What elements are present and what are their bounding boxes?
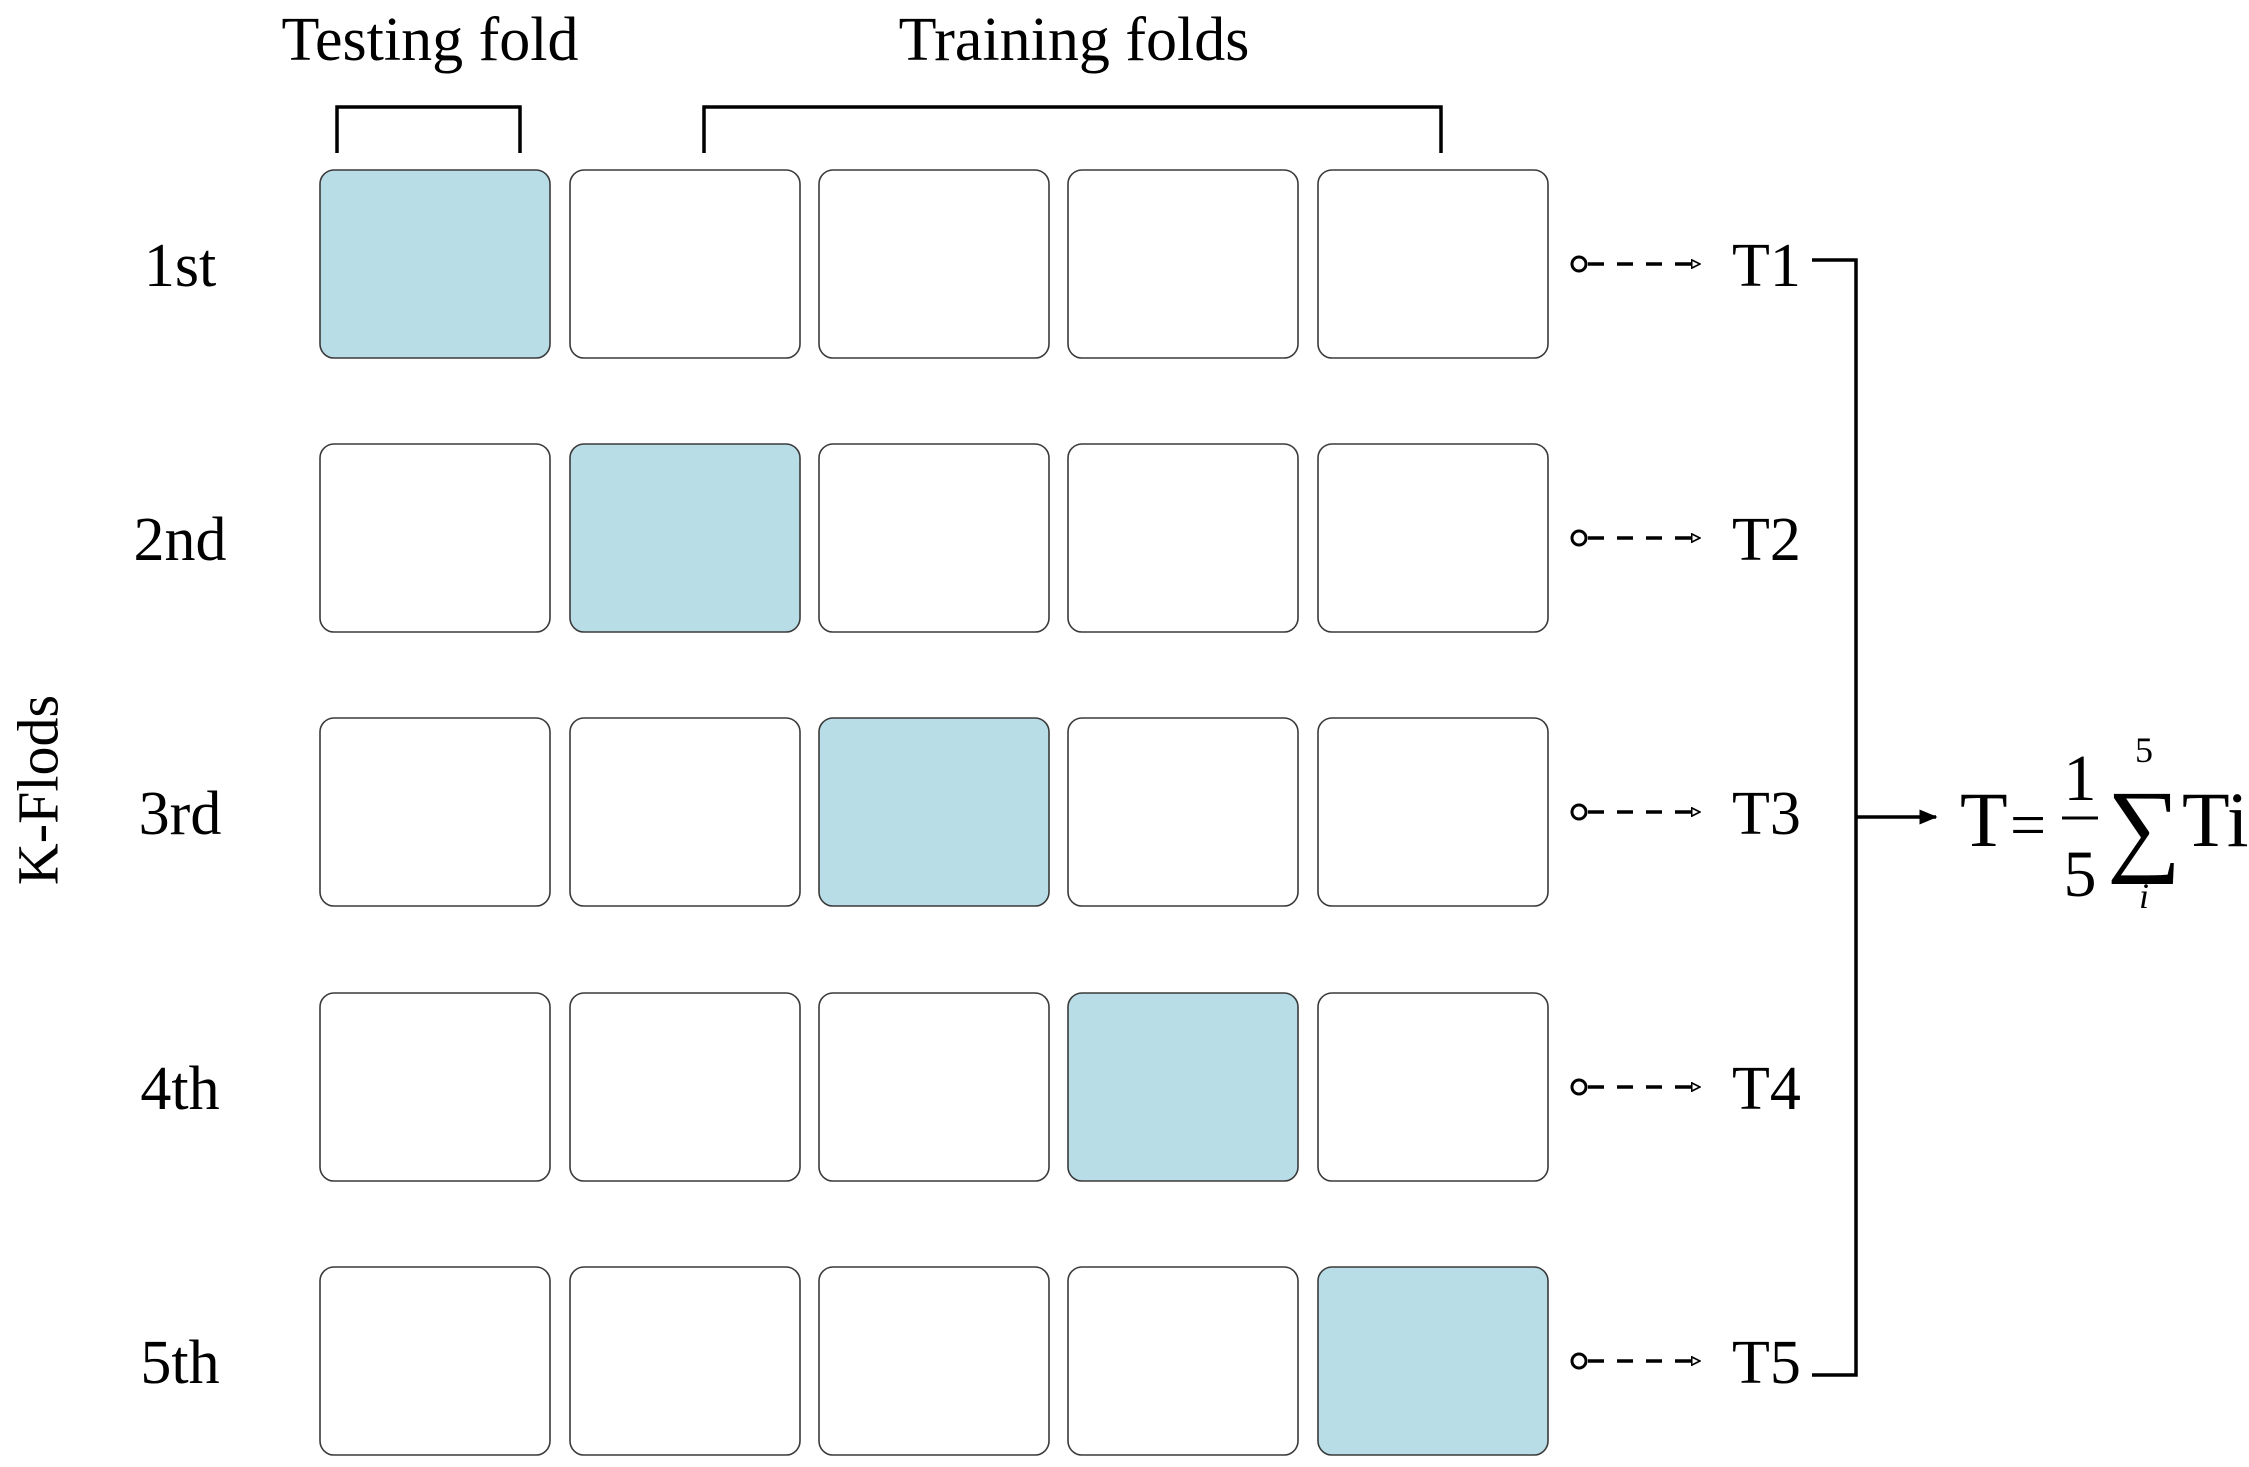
testing-fold-label: Testing fold <box>281 6 578 74</box>
aggregation-connector <box>1812 258 1938 1377</box>
training-fold-cell <box>319 1266 551 1456</box>
arrow-origin-dot <box>1570 1352 1588 1370</box>
fold-result-label: T1 <box>1732 232 1801 300</box>
fold-result-label: T4 <box>1732 1055 1801 1123</box>
testing-fold-cell <box>319 169 551 359</box>
training-folds-bracket <box>702 105 1443 153</box>
training-fold-cell <box>569 1266 801 1456</box>
fold-row: 1st T1 <box>144 169 1801 359</box>
testing-fold-cell <box>1317 1266 1549 1456</box>
training-fold-cell <box>1067 169 1299 359</box>
training-fold-cell <box>818 169 1050 359</box>
formula-denominator: 5 <box>2064 838 2097 911</box>
training-fold-cell <box>1317 169 1549 359</box>
fold-row-label: 2nd <box>134 506 227 574</box>
training-fold-cell <box>1317 992 1549 1182</box>
training-fold-cell <box>319 992 551 1182</box>
fold-rows: 1st T1 2nd T2 3rd T3 4th T4 5th T5 <box>134 169 1801 1456</box>
formula-lhs: T <box>1960 776 2008 863</box>
training-fold-cell <box>818 1266 1050 1456</box>
k-folds-axis-label: K-Flods <box>5 695 70 885</box>
testing-fold-cell <box>818 717 1050 907</box>
fold-row: 5th T5 <box>140 1266 1801 1456</box>
sum-lower-limit: i <box>2139 876 2149 916</box>
arrow-origin-dot <box>1570 803 1588 821</box>
training-fold-cell <box>569 717 801 907</box>
arrow-origin-dot <box>1570 255 1588 273</box>
sum-symbol: ∑ <box>2107 770 2181 885</box>
training-fold-cell <box>1067 443 1299 633</box>
fold-row: 4th T4 <box>140 992 1801 1182</box>
testing-fold-cell <box>569 443 801 633</box>
arrow-origin-dot <box>1570 529 1588 547</box>
training-fold-cell <box>319 717 551 907</box>
fold-result-label: T5 <box>1732 1329 1801 1397</box>
fold-row-label: 4th <box>140 1055 219 1123</box>
training-fold-cell <box>569 992 801 1182</box>
training-fold-cell <box>1317 717 1549 907</box>
fold-result-label: T3 <box>1732 780 1801 848</box>
training-fold-cell <box>319 443 551 633</box>
fold-row-label: 5th <box>140 1329 219 1397</box>
training-fold-cell <box>818 992 1050 1182</box>
arrow-origin-dot <box>1570 1078 1588 1096</box>
fold-result-label: T2 <box>1732 506 1801 574</box>
testing-fold-cell <box>1067 992 1299 1182</box>
training-folds-label: Training folds <box>899 6 1250 74</box>
sum-upper-limit: 5 <box>2135 730 2153 770</box>
testing-fold-bracket <box>335 105 522 153</box>
average-formula: T = 1 5 ∑ 5 i Ti <box>1960 730 2249 916</box>
training-fold-cell <box>569 169 801 359</box>
training-fold-cell <box>818 443 1050 633</box>
fold-row-label: 1st <box>144 232 216 300</box>
fold-row: 3rd T3 <box>139 717 1801 907</box>
training-fold-cell <box>1067 717 1299 907</box>
training-fold-cell <box>1317 443 1549 633</box>
formula-term: Ti <box>2182 776 2249 863</box>
formula-equals: = <box>2010 789 2046 860</box>
fold-row: 2nd T2 <box>134 443 1801 633</box>
training-fold-cell <box>1067 1266 1299 1456</box>
formula-numerator: 1 <box>2064 742 2097 815</box>
fold-row-label: 3rd <box>139 780 222 848</box>
